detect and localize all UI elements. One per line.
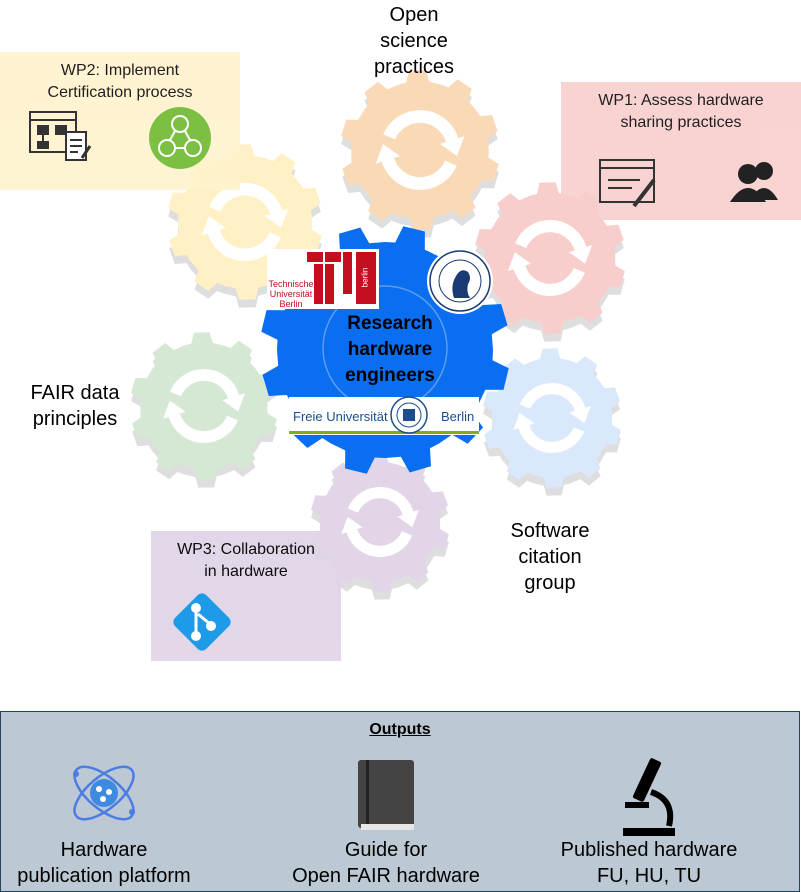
gear-fair xyxy=(131,332,277,488)
fu-berlin-logo: Freie Universität Berlin xyxy=(289,396,479,435)
network-globe-icon xyxy=(73,765,135,821)
outputs-panel: Outputs Hardw xyxy=(0,711,800,892)
outputs-icons xyxy=(73,758,675,836)
gear-software xyxy=(483,348,621,496)
hu-berlin-seal xyxy=(427,248,493,314)
window-pen-icon xyxy=(599,159,656,208)
tu-berlin-side-text: berlin xyxy=(360,267,370,288)
outputs-title: Outputs xyxy=(369,721,431,738)
document-flowchart-icon xyxy=(29,111,92,161)
group-icon xyxy=(149,107,211,169)
users-icon xyxy=(730,162,778,202)
git-icon xyxy=(173,593,231,651)
microscope-icon xyxy=(623,758,675,836)
fu-logo-text: Freie Universität xyxy=(293,409,388,424)
gear-wp3 xyxy=(311,452,449,600)
icon-layer xyxy=(29,107,778,651)
gear-open-science xyxy=(341,70,499,238)
book-icon xyxy=(358,760,414,830)
gear-wp1 xyxy=(475,182,625,342)
fu-logo-city: Berlin xyxy=(441,409,475,424)
